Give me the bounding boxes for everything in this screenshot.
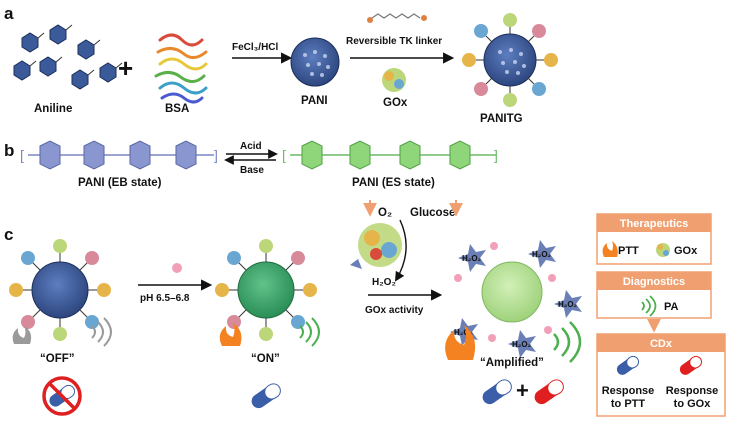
plus-sign: + — [118, 53, 133, 83]
svg-text:H₂O₂: H₂O₂ — [512, 340, 532, 349]
pa-signal-icon — [641, 295, 657, 317]
panel-b-label: b — [4, 141, 14, 160]
particle-amplified: H₂O₂ H₂O₂ H₂O₂ H₂O₂ H₂O₂ — [450, 240, 582, 358]
ph-label: pH 6.5–6.8 — [140, 293, 190, 304]
o2-label: O₂ — [378, 207, 392, 219]
svg-text:[: [ — [20, 147, 24, 163]
flame-icon — [219, 323, 242, 346]
gox-enzyme-icon — [382, 68, 406, 92]
pa-signal-icon — [553, 321, 582, 363]
pa-signal-icon — [299, 317, 320, 347]
capsule-icon — [251, 383, 281, 409]
pa-label: PA — [664, 301, 679, 313]
es-label: PANI (ES state) — [352, 177, 435, 189]
aniline-label: Aniline — [34, 103, 72, 115]
panel-c-label: c — [4, 225, 13, 244]
diagnostics-box: Diagnostics PA — [596, 271, 712, 319]
pani-label: PANI — [301, 95, 328, 107]
proton-dot — [172, 263, 182, 273]
response-gox-line2: to GOx — [674, 398, 712, 410]
panitg-particle — [462, 13, 558, 107]
plus-sign: + — [516, 378, 529, 403]
svg-text:]: ] — [494, 147, 498, 163]
reaction-curve — [394, 219, 407, 282]
panitg-label: PANITG — [480, 113, 523, 125]
aniline-nh2-groups — [29, 24, 123, 76]
flame-icon — [445, 325, 476, 360]
svg-text:]: ] — [214, 147, 218, 163]
diagnostics-title: Diagnostics — [623, 276, 685, 288]
acid-label: Acid — [240, 141, 262, 152]
gox-enzyme-icon — [358, 223, 402, 267]
tk-linker-icon — [367, 13, 427, 23]
particle-off — [9, 239, 111, 341]
capsule-icon — [534, 379, 564, 405]
capsule-icon — [616, 355, 640, 375]
svg-text:H₂O₂: H₂O₂ — [462, 254, 482, 263]
response-gox-line1: Response — [666, 385, 719, 397]
cdx-box: CDx Response to PTT Response to GOx — [596, 333, 726, 417]
eb-label: PANI (EB state) — [78, 177, 162, 189]
gox-label: GOx — [383, 97, 408, 109]
therapeutics-box: Therapeutics PTT GOx — [596, 213, 712, 265]
panel-a-label: a — [4, 4, 14, 23]
particle-on — [215, 239, 317, 341]
state-off-label: “OFF” — [40, 353, 75, 365]
forbidden-icon — [42, 376, 82, 416]
pani-texture — [303, 50, 330, 77]
reagent-label: FeCl₃/HCl — [232, 42, 279, 53]
scissor-icon — [350, 259, 362, 269]
pani-nanoparticle — [290, 37, 340, 87]
flame-icon — [12, 326, 32, 344]
therapeutics-gox-label: GOx — [674, 245, 698, 257]
pani-eb-chain: [ ] — [20, 140, 218, 170]
state-amplified-label: “Amplified” — [480, 357, 544, 369]
linker-label: Reversible TK linker — [346, 36, 442, 47]
gox-enzyme-icon — [656, 243, 670, 257]
glucose-label: Glucose — [410, 207, 455, 219]
capsule-icon — [679, 355, 703, 375]
response-ptt-line2: to PTT — [611, 398, 645, 410]
svg-text:H₂O₂: H₂O₂ — [454, 328, 474, 337]
gox-activity-label: GOx activity — [365, 305, 424, 316]
bsa-protein-icon — [154, 33, 208, 104]
svg-text:H₂O₂: H₂O₂ — [532, 250, 552, 259]
aniline-molecules — [13, 24, 117, 90]
svg-text:H₂O₂: H₂O₂ — [558, 300, 578, 309]
pa-signal-icon — [91, 317, 112, 347]
pani-es-chain: [ ] — [282, 140, 498, 170]
bsa-label: BSA — [165, 103, 189, 115]
h2o2-label: H₂O₂ — [372, 277, 396, 288]
response-ptt-line1: Response — [602, 385, 655, 397]
base-label: Base — [240, 165, 264, 176]
state-on-label: “ON” — [251, 353, 280, 365]
ptt-label: PTT — [618, 245, 639, 257]
therapeutics-title: Therapeutics — [620, 218, 688, 230]
capsule-icon — [482, 379, 512, 405]
flame-icon — [602, 241, 618, 257]
svg-text:[: [ — [282, 147, 286, 163]
cdx-title: CDx — [650, 338, 673, 350]
